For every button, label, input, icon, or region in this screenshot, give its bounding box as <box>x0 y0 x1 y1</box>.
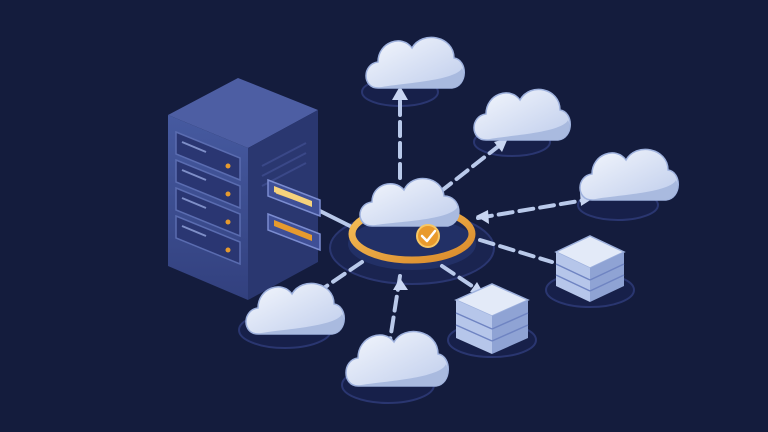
arrowhead-upper-right <box>494 138 508 152</box>
connector-to-server <box>316 208 352 228</box>
arrowhead-bottom-cloud-up <box>393 278 408 290</box>
drive-bay-2 <box>175 158 241 210</box>
storage-stack-icon <box>554 235 626 302</box>
pulled-drive-2-light <box>274 220 312 241</box>
cloud-icon <box>345 330 449 387</box>
hub-badge <box>416 224 440 248</box>
cloud-icon <box>579 148 679 201</box>
arrowhead-top <box>392 86 408 100</box>
arrowhead-right-hub <box>476 210 489 224</box>
cloud-icon <box>473 88 571 141</box>
server-drive-bays <box>175 130 241 266</box>
hub-badge-check <box>420 229 437 243</box>
cloud-icon <box>245 282 345 335</box>
server-pulled-drives <box>267 178 321 252</box>
server-side <box>248 110 318 300</box>
storage-stacks <box>454 235 626 354</box>
hub-cloud-shape <box>359 177 460 227</box>
status-led-3 <box>225 219 231 225</box>
checkmark-icon <box>416 224 440 248</box>
connector-to-right-cloud <box>476 198 587 220</box>
cloud-icon <box>359 177 460 227</box>
hub-cloud-shade <box>372 206 460 226</box>
server-top <box>168 78 318 148</box>
hub-cloud <box>348 177 476 264</box>
storage-stack-icon <box>454 283 530 354</box>
status-led-1 <box>225 163 231 169</box>
drive-bay-3 <box>175 186 241 238</box>
status-led-2 <box>225 191 231 197</box>
cloud-icon <box>365 36 465 89</box>
connector-to-bottom-storage <box>440 264 480 292</box>
connector-to-right-storage <box>478 238 554 264</box>
status-led-4 <box>225 247 231 253</box>
drive-bay-4 <box>175 214 241 266</box>
drive-bay-1 <box>175 130 241 182</box>
peripheral-clouds <box>245 36 679 387</box>
pulled-drive-1-strip <box>274 186 312 207</box>
server-rack <box>168 78 321 300</box>
connector-to-upper-right-cloud <box>438 143 502 194</box>
